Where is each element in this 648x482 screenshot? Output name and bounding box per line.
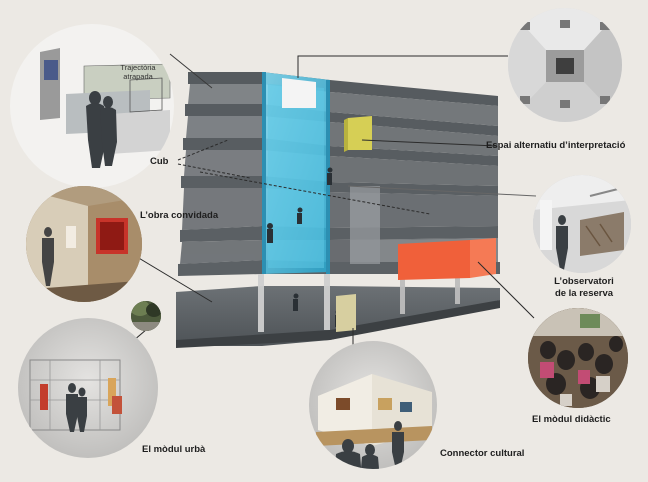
interpretation-space-box	[344, 116, 372, 152]
circle-obra-convidada	[20, 180, 150, 310]
circle-observatori	[533, 175, 631, 273]
label-espai-alternatiu: Espai alternatiu d’interpretació	[486, 140, 625, 152]
label-obra-convidada: L’obra convidada	[140, 210, 218, 222]
reserve-observatory-box	[398, 238, 496, 280]
circle-interior-grid-room	[508, 8, 622, 122]
label-observatori: L’observatori de la reserva	[536, 276, 632, 300]
label-observatori-line2: de la reserva	[536, 288, 632, 300]
circle-modul-urba	[18, 318, 158, 458]
circle-street-photo	[130, 300, 162, 332]
label-connector-cultural: Connector cultural	[440, 448, 524, 460]
circle-modul-didactic	[528, 308, 628, 408]
trajectoria-label-line1: Trajectòria	[120, 63, 156, 72]
label-cub: Cub	[150, 156, 168, 168]
trajectoria-label-line2: atrapada	[123, 72, 153, 81]
building	[176, 72, 500, 348]
label-modul-didactic: El mòdul didàctic	[532, 414, 611, 426]
label-observatori-line1: L’observatori	[536, 276, 632, 288]
circle-connector-cultural	[309, 341, 437, 480]
label-modul-urba: El mòdul urbà	[142, 444, 205, 456]
cultural-connector-corridor	[336, 294, 356, 332]
